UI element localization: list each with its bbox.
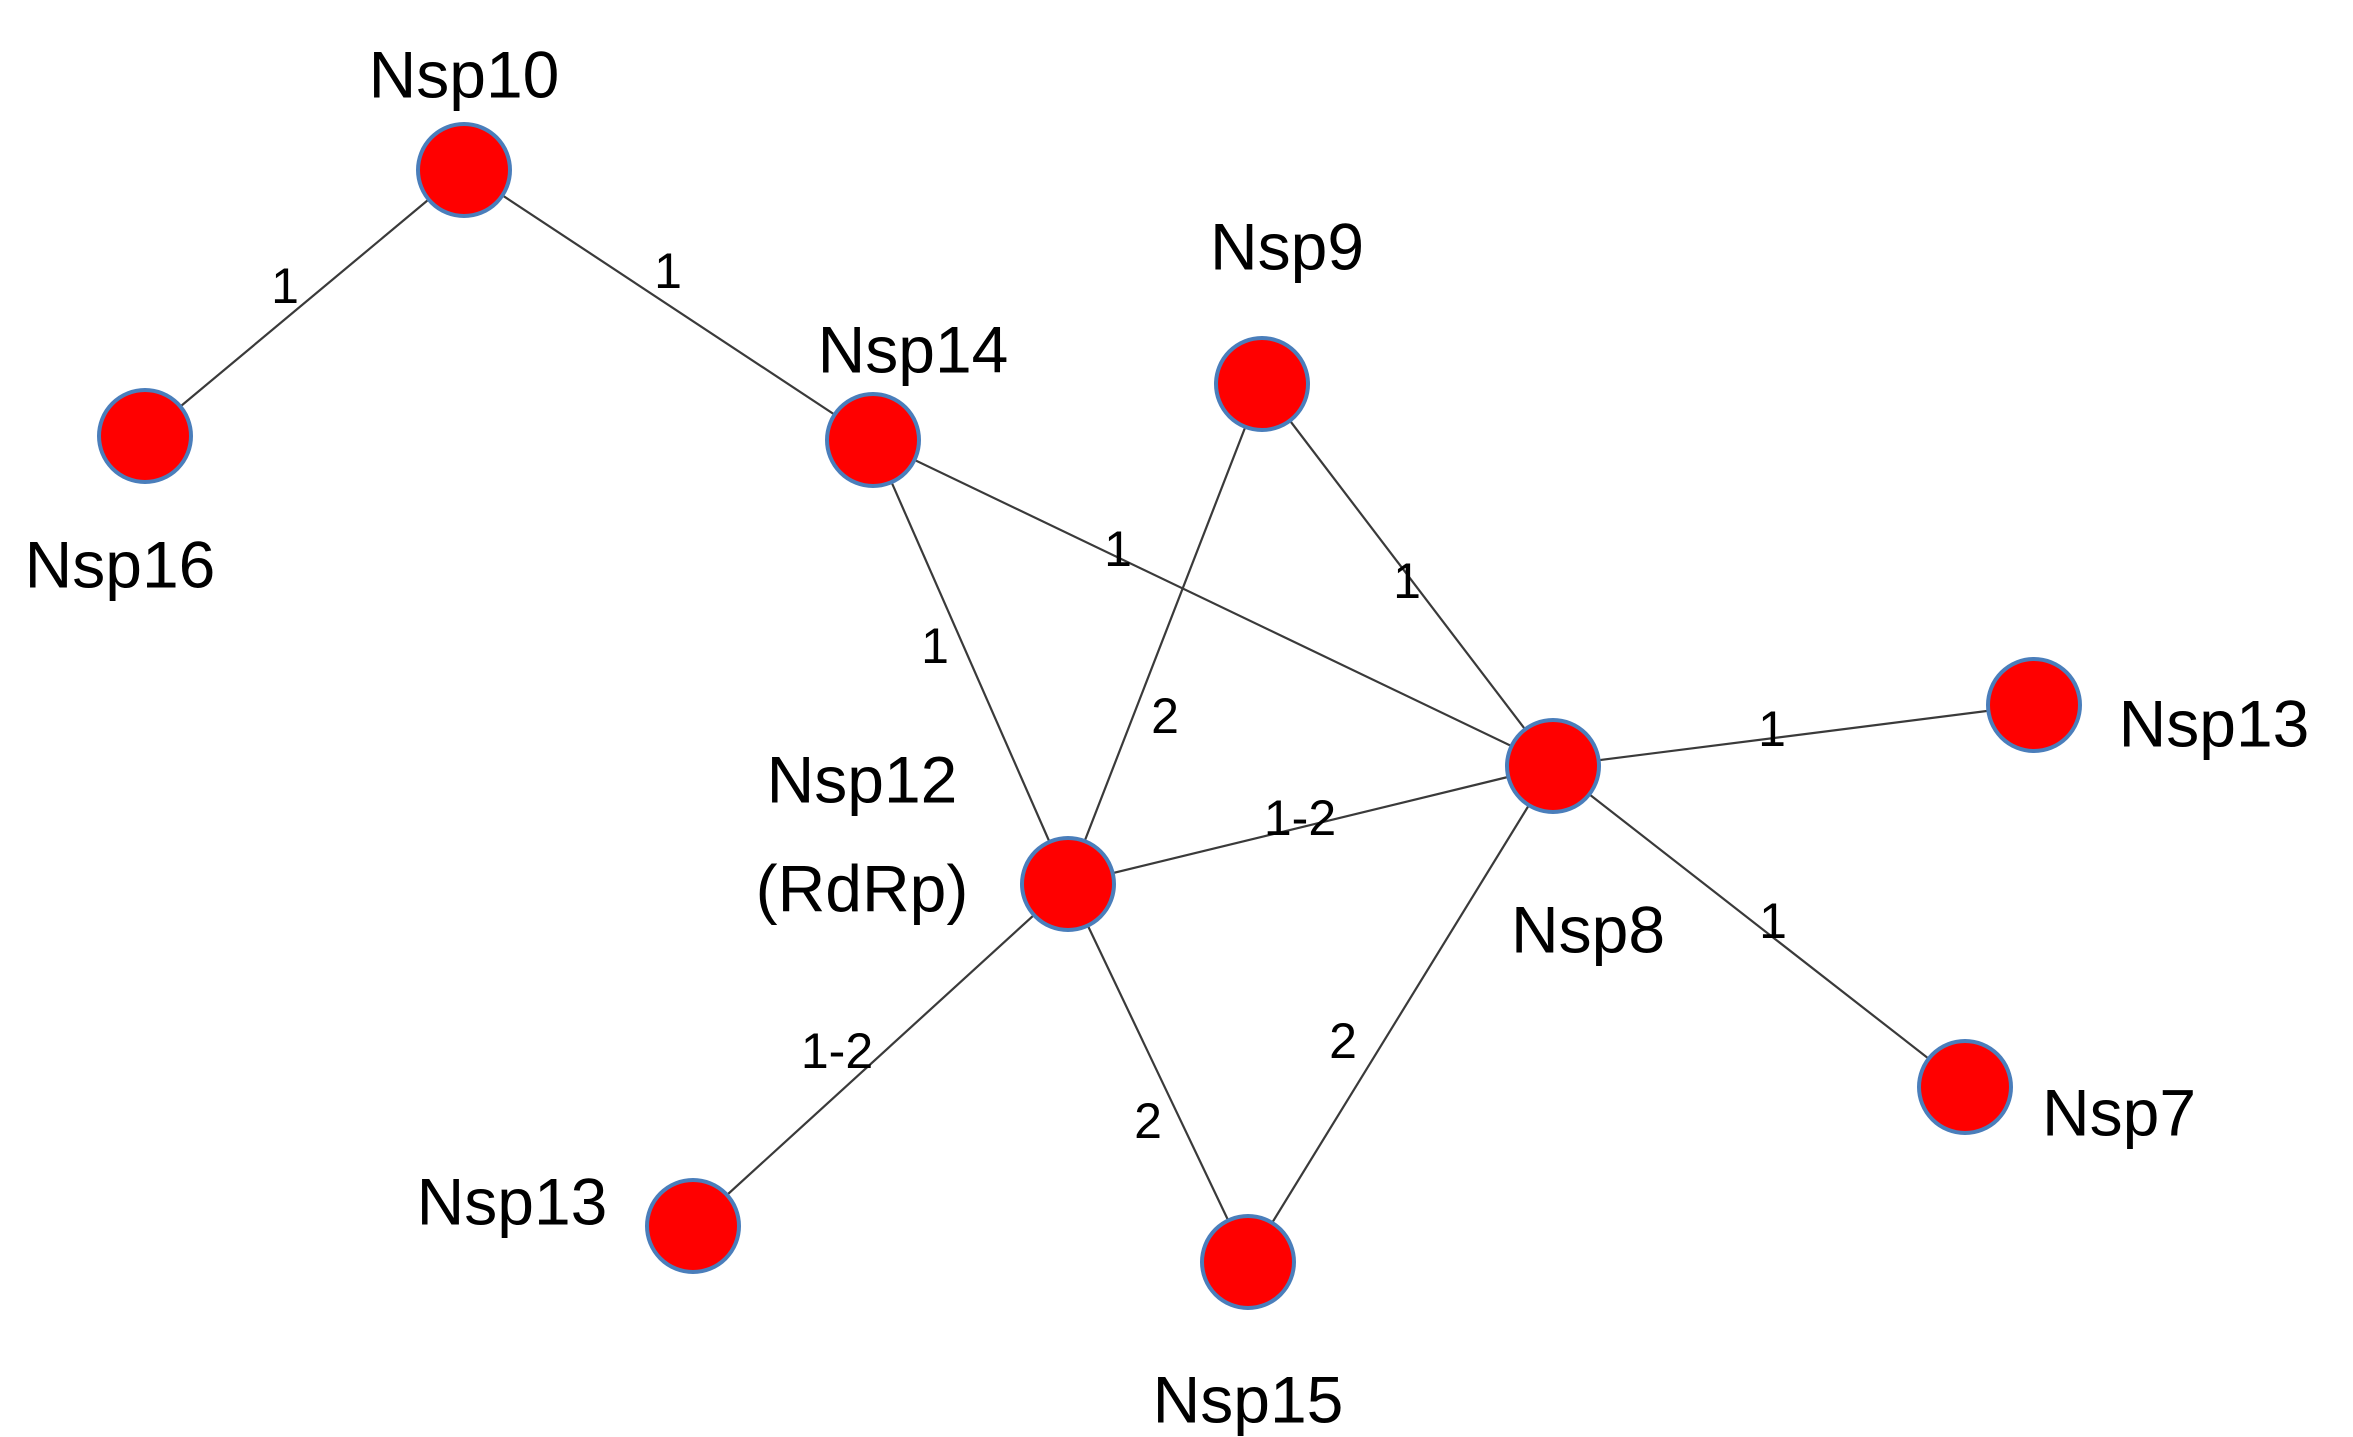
edge-nsp8-nsp15 bbox=[1247, 765, 1554, 1263]
node-nsp15 bbox=[1200, 1214, 1296, 1310]
edge-nsp9-nsp12 bbox=[1066, 383, 1264, 885]
node-nsp14 bbox=[825, 392, 921, 488]
node-nsp10 bbox=[416, 122, 512, 218]
edge-nsp8-nsp13a bbox=[1552, 703, 2035, 768]
edge-label-nsp14-nsp8: 1 bbox=[1104, 521, 1132, 577]
edge-label-nsp8-nsp7: 1 bbox=[1759, 893, 1787, 949]
node-label-nsp13b: Nsp13 bbox=[417, 1164, 608, 1238]
edge-nsp12-nsp15 bbox=[1067, 883, 1249, 1263]
edge-label-nsp12-nsp13b: 1-2 bbox=[801, 1023, 873, 1079]
edge-nsp9-nsp8 bbox=[1261, 383, 1554, 767]
edge-nsp8-nsp7 bbox=[1552, 765, 1966, 1088]
edge-label-nsp8-nsp13a: 1 bbox=[1758, 701, 1786, 757]
edge-nsp14-nsp12 bbox=[871, 439, 1070, 885]
edge-label-nsp9-nsp8: 1 bbox=[1393, 553, 1421, 609]
node-nsp13b bbox=[645, 1178, 741, 1274]
node-label-nsp7: Nsp7 bbox=[2042, 1075, 2196, 1149]
node-label-nsp14: Nsp14 bbox=[818, 312, 1009, 386]
node-nsp16 bbox=[97, 388, 193, 484]
edge-label-nsp10-nsp16: 1 bbox=[271, 258, 299, 314]
edge-label-nsp10-nsp14: 1 bbox=[654, 243, 682, 299]
edge-label-nsp12-nsp8: 1-2 bbox=[1264, 790, 1336, 846]
nodes-layer bbox=[97, 122, 2082, 1310]
node-label-nsp15: Nsp15 bbox=[1153, 1362, 1344, 1436]
edge-nsp12-nsp8 bbox=[1067, 764, 1554, 886]
edge-label-nsp14-nsp12: 1 bbox=[921, 618, 949, 674]
edge-nsp10-nsp14 bbox=[463, 169, 874, 441]
node-nsp9 bbox=[1214, 336, 1310, 432]
edge-nsp12-nsp13b bbox=[692, 883, 1069, 1227]
node-label-nsp13a: Nsp13 bbox=[2119, 686, 2310, 760]
node-nsp8 bbox=[1505, 718, 1601, 814]
edge-nsp10-nsp16 bbox=[144, 169, 465, 437]
node-nsp13a bbox=[1986, 657, 2082, 753]
edge-label-nsp8-nsp15: 2 bbox=[1329, 1013, 1357, 1069]
node-label-nsp10: Nsp10 bbox=[369, 37, 560, 111]
node-label-nsp9: Nsp9 bbox=[1210, 209, 1364, 283]
edge-label-nsp12-nsp15: 2 bbox=[1134, 1093, 1162, 1149]
node-label-nsp12-1: (RdRp) bbox=[756, 851, 969, 925]
edge-nsp14-nsp8 bbox=[872, 439, 1554, 767]
node-nsp12 bbox=[1020, 836, 1116, 932]
node-label-nsp12-0: Nsp12 bbox=[767, 742, 958, 816]
node-nsp7 bbox=[1917, 1039, 2013, 1135]
edges-layer bbox=[144, 169, 2035, 1263]
edge-label-nsp9-nsp12: 2 bbox=[1151, 688, 1179, 744]
node-label-nsp16: Nsp16 bbox=[25, 527, 216, 601]
node-label-nsp8: Nsp8 bbox=[1511, 892, 1665, 966]
